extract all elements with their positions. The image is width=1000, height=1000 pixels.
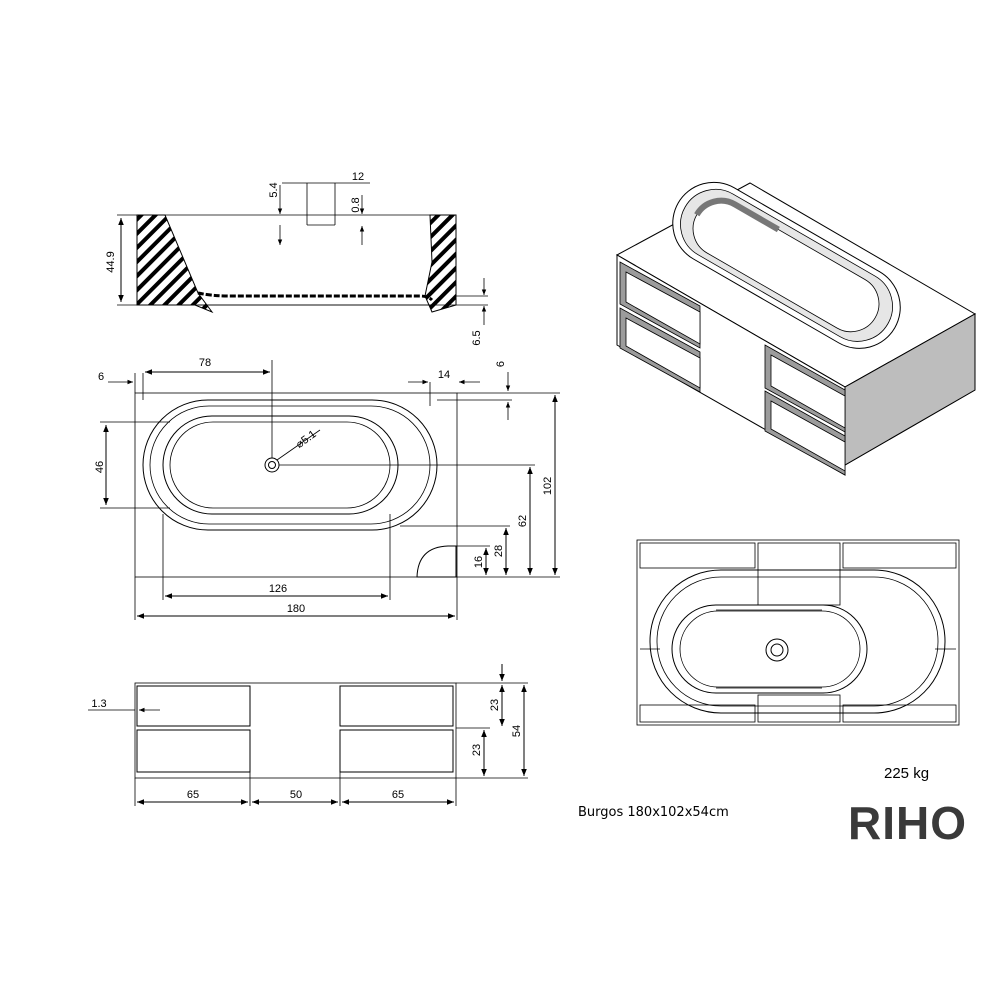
isometric-view [615, 181, 977, 476]
dim-drain-offset-x: 78 [199, 357, 211, 369]
plan-outline [134, 392, 458, 578]
dim-edge-right: 14 [438, 369, 450, 381]
dim-edge-left: 6 [98, 371, 104, 383]
top-view-drain [765, 638, 789, 662]
dim-rim: 0.8 [350, 197, 362, 212]
dim-edge-top: 6 [495, 361, 507, 367]
dim-left-width: 65 [187, 789, 199, 801]
dim-foot: 6.5 [471, 330, 483, 345]
dim-drain-width: 5.4 [268, 182, 280, 197]
top-view-outline [636, 539, 960, 726]
dim-outlet: 12 [352, 171, 364, 183]
dim-drain-diameter: ⌀5.1 [294, 428, 319, 451]
weight-label: 225 kg [884, 765, 930, 782]
plan-drain [264, 457, 280, 473]
section-floor [197, 291, 434, 302]
elevation-view: 1.3 23 23 54 65 50 65 [88, 664, 528, 806]
dim-inner-length: 126 [269, 583, 287, 595]
dim-elevation-height: 54 [511, 725, 523, 737]
model-label: Burgos 180x102x54cm [578, 805, 729, 820]
elevation-outline [134, 682, 457, 779]
brand-logo: RIHO [848, 797, 967, 849]
dim-shelf-top: 23 [489, 699, 501, 711]
dim-gap: 1.3 [91, 698, 106, 710]
plan-view: 78 6 14 6 ⌀5.1 46 126 180 102 62 28 [94, 357, 560, 620]
dim-total-length: 180 [287, 603, 305, 615]
top-view [636, 539, 960, 726]
dim-drain-offset-y: 62 [517, 515, 529, 527]
section-view: 44.9 5.4 12 0.8 6.5 [105, 171, 488, 346]
plan-corner-cutout [416, 545, 457, 578]
dim-center-width: 50 [290, 789, 302, 801]
dim-corner-a: 28 [493, 545, 505, 557]
dim-shelf-bottom: 23 [471, 744, 483, 756]
dim-inner-width: 46 [94, 461, 106, 473]
section-wall-left [136, 214, 214, 314]
dim-section-height: 44.9 [105, 251, 117, 272]
dim-right-width: 65 [392, 789, 404, 801]
dim-total-width: 102 [542, 477, 554, 495]
dim-corner-b: 16 [473, 556, 485, 568]
section-wall-right [424, 214, 457, 313]
